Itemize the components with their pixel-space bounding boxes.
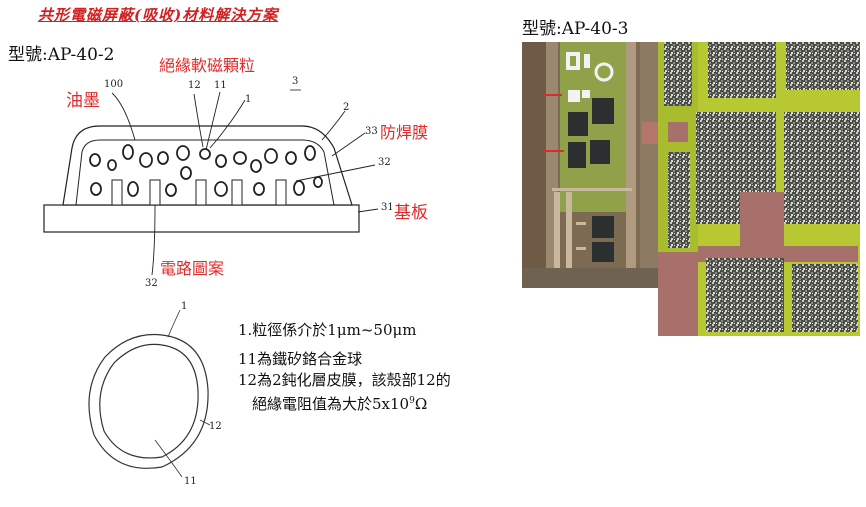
note-line-4-unit: Ω xyxy=(414,395,428,413)
note-line-3: 12為2鈍化層皮膜，該殼部12的 xyxy=(238,371,451,389)
note-line-2: 11為鐵矽鉻合金球 xyxy=(238,350,363,368)
particle-label: 絕緣軟磁顆粒 xyxy=(159,56,256,75)
soft-magnetic-particles xyxy=(89,144,323,197)
sphere-ref-12: 12 xyxy=(209,421,222,432)
ref-12: 12 xyxy=(188,80,201,91)
ref-3: 3 xyxy=(292,76,299,87)
sphere-ref-11: 11 xyxy=(184,476,197,487)
model-label-left: 型號:AP-40-2 xyxy=(8,45,115,65)
ref-11: 11 xyxy=(214,80,227,91)
sphere-ref-1: 1 xyxy=(181,301,188,312)
ref-33: 33 xyxy=(365,126,378,137)
particle-sphere-diagram xyxy=(88,309,211,478)
ref-2: 2 xyxy=(343,102,350,113)
model-label-right: 型號:AP-40-3 xyxy=(522,19,629,39)
note-line-4: 絕緣電阻值為大於5x109Ω xyxy=(238,391,451,415)
ref-31: 31 xyxy=(381,202,394,213)
ink-layer xyxy=(62,125,353,206)
note-line-4-exponent: 9 xyxy=(409,396,415,406)
solder-mask-layer xyxy=(75,139,335,206)
circuit-pattern-label: 電路圖案 xyxy=(160,259,225,278)
cross-section-diagram xyxy=(43,89,379,276)
pcb-photo-closeup xyxy=(658,42,860,336)
page-title: 共形電磁屏蔽(吸收)材料解決方案 xyxy=(38,6,279,24)
ink-label: 油墨 xyxy=(66,91,100,111)
particle-notes: 1.粒徑係介於1μm~50μm 11為鐵矽鉻合金球 12為2鈍化層皮膜，該殼部1… xyxy=(238,320,451,415)
ref-100: 100 xyxy=(104,79,124,90)
ref-32-bottom: 32 xyxy=(145,278,158,289)
ref-32-top: 32 xyxy=(378,157,391,168)
pcb-photo-overview xyxy=(522,42,672,288)
substrate-layer xyxy=(43,204,360,233)
note-line-4-prefix: 絕緣電阻值為大於5x10 xyxy=(252,395,410,413)
ref-1: 1 xyxy=(245,94,252,105)
substrate-label: 基板 xyxy=(394,203,428,223)
note-line-1: 1.粒徑係介於1μm~50μm xyxy=(238,321,417,339)
solder-mask-label: 防焊膜 xyxy=(380,123,429,142)
circuit-traces xyxy=(111,179,287,206)
